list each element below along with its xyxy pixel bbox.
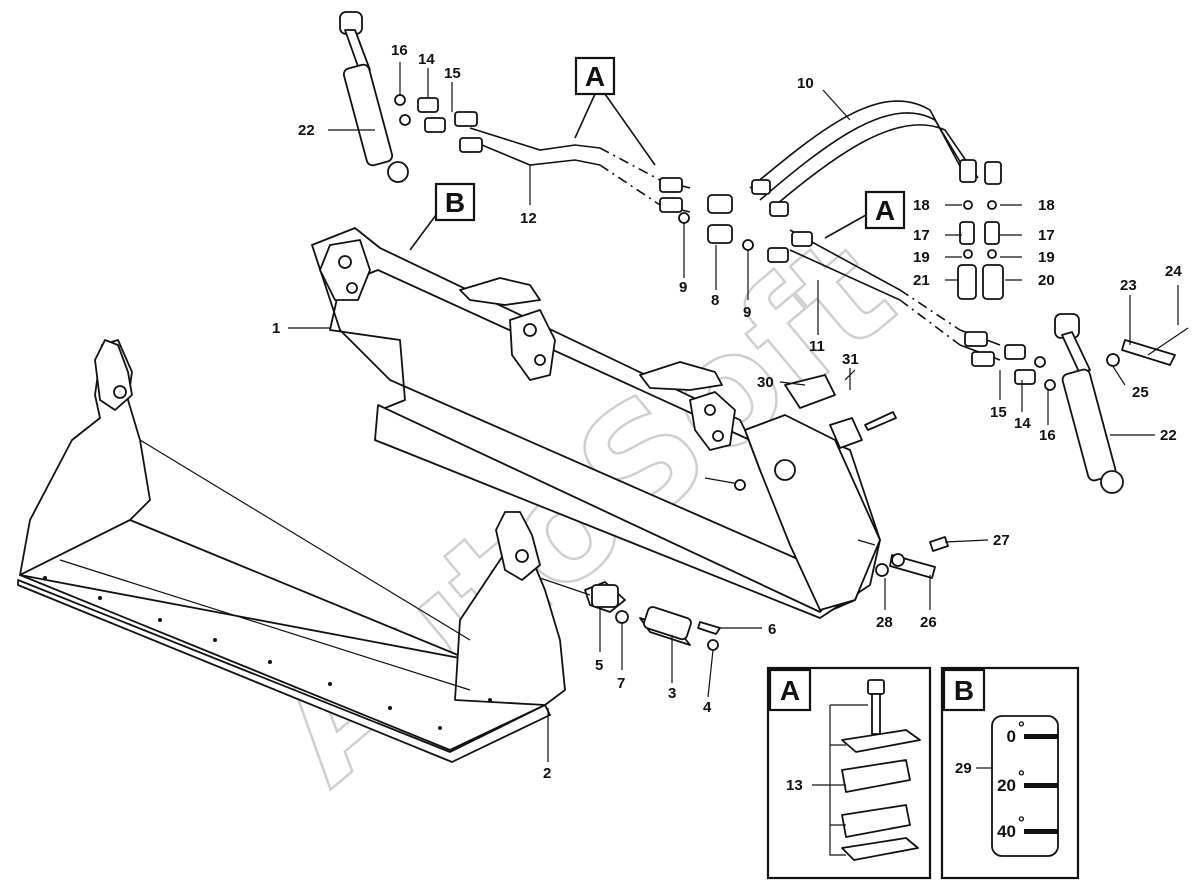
callout-15-top: 15 (444, 65, 461, 82)
callout-15-bottom: 15 (990, 404, 1007, 421)
callout-6: 6 (768, 621, 776, 638)
detail-marker-a-top: A (574, 56, 656, 166)
callout-2: 2 (543, 765, 551, 782)
detail-marker-a-right: A (824, 190, 906, 239)
callout-16-bottom: 16 (1039, 427, 1056, 444)
callout-17-right: 17 (1038, 227, 1055, 244)
callout-19-left: 19 (913, 249, 930, 266)
callout-12: 12 (520, 210, 537, 227)
callout-30: 30 (757, 374, 774, 391)
angle-20: 20 (997, 776, 1016, 795)
angle-40-degree: ° (1018, 813, 1025, 832)
callout-labels: 1 2 3 4 5 6 7 8 9 9 10 11 12 14 14 15 15… (272, 42, 1182, 782)
detail-marker-b: B (409, 182, 476, 251)
callout-14-top: 14 (418, 51, 435, 68)
callout-7: 7 (617, 675, 625, 692)
callout-17-left: 17 (913, 227, 930, 244)
callout-10: 10 (797, 75, 814, 92)
callout-21: 21 (913, 272, 930, 289)
angle-40: 40 (997, 822, 1016, 841)
callout-23: 23 (1120, 277, 1137, 294)
callout-29: 29 (955, 760, 972, 777)
callout-19-right: 19 (1038, 249, 1055, 266)
callout-18-left: 18 (913, 197, 930, 214)
angle-0-degree: ° (1018, 718, 1025, 737)
pins-and-bushings (539, 477, 746, 651)
callout-28: 28 (876, 614, 893, 631)
angle-0: 0 (1007, 727, 1016, 746)
bucket-frame (311, 227, 881, 619)
callout-9-left: 9 (679, 279, 687, 296)
angle-20-degree: ° (1018, 767, 1025, 786)
callout-16-top: 16 (391, 42, 408, 59)
svg-text:B: B (445, 187, 465, 218)
callout-26: 26 (920, 614, 937, 631)
inset-a-title: A (780, 675, 800, 706)
cover-plate (784, 369, 897, 449)
callout-14-bottom: 14 (1014, 415, 1031, 432)
callout-24: 24 (1165, 263, 1182, 280)
cylinder-right (1054, 313, 1189, 494)
inset-b-title: B (954, 675, 974, 706)
callout-22-right: 22 (1160, 427, 1177, 444)
callout-4: 4 (703, 699, 712, 716)
callout-22-left: 22 (298, 122, 315, 139)
callout-31: 31 (842, 351, 859, 368)
bucket (17, 339, 566, 763)
callout-18-right: 18 (1038, 197, 1055, 214)
callout-8: 8 (711, 292, 719, 309)
inset-b: B 0 ° 20 ° 40 ° 29 (940, 666, 1080, 880)
svg-text:A: A (585, 61, 605, 92)
callout-9-right: 9 (743, 304, 751, 321)
callout-27: 27 (993, 532, 1010, 549)
callout-1: 1 (272, 320, 280, 337)
side-pin (857, 536, 949, 579)
callout-25: 25 (1132, 384, 1149, 401)
cylinder-left (339, 11, 409, 183)
fittings (394, 94, 1056, 391)
callout-11: 11 (809, 338, 825, 355)
callout-3: 3 (668, 685, 676, 702)
callout-5: 5 (595, 657, 603, 674)
callout-20: 20 (1038, 272, 1055, 289)
callout-13: 13 (786, 777, 803, 794)
callout-lines (288, 62, 1179, 762)
inset-a: A 13 (766, 666, 932, 880)
svg-text:A: A (875, 195, 895, 226)
